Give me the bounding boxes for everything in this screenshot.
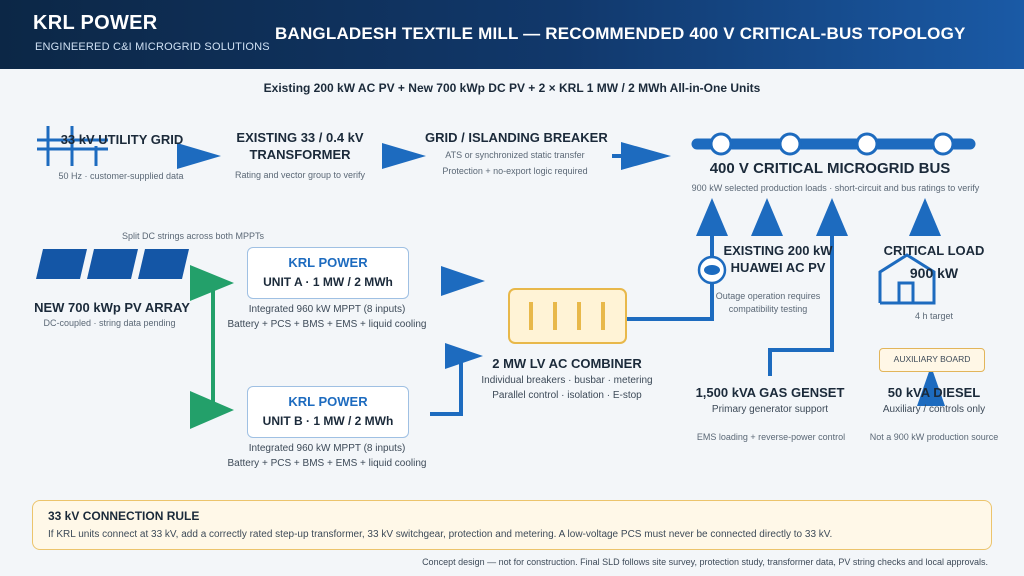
connector-breaker-to-bus <box>612 142 671 170</box>
brand-tagline: ENGINEERED C&I MICROGRID SOLUTIONS <box>35 41 270 53</box>
gas-genset-role: Primary generator support <box>711 404 829 415</box>
pv-array-title: NEW 700 kWp PV ARRAY <box>34 300 190 315</box>
ac-combiner <box>508 288 627 344</box>
factory-load-icon <box>878 253 936 305</box>
unit-b-brand: KRL POWER <box>288 394 368 409</box>
connection-rule-panel: 33 kV CONNECTION RULE If KRL units conne… <box>32 500 992 550</box>
feeder-bus-to-load <box>909 198 941 236</box>
bus-title: 400 V CRITICAL MICROGRID BUS <box>709 160 951 177</box>
breaker-title: GRID / ISLANDING BREAKER <box>425 130 608 145</box>
auxiliary-board: AUXILIARY BOARD <box>879 348 985 372</box>
breaker-note-line1: ATS or synchronized static transfer <box>445 150 585 160</box>
page-subtitle: Existing 200 kW AC PV + New 700 kWp DC P… <box>263 81 761 95</box>
gas-genset-note: EMS loading + reverse-power control <box>696 432 846 442</box>
connector-grid-to-transformer <box>177 143 221 169</box>
header-bar: KRL POWER ENGINEERED C&I MICROGRID SOLUT… <box>0 0 1024 69</box>
huawei-pv-note-line1: Outage operation requires <box>715 291 821 301</box>
unit-a-name: UNIT A · 1 MW / 2 MWh <box>263 275 393 289</box>
connector-transformer-to-breaker <box>382 143 426 169</box>
feeder-genset-to-bus <box>768 198 848 376</box>
combiner-title: 2 MW LV AC COMBINER <box>492 356 642 371</box>
unit-a-note-line2: Battery + PCS + BMS + EMS + liquid cooli… <box>227 319 427 330</box>
connection-rule-title: 33 kV CONNECTION RULE <box>48 509 200 523</box>
feeder-huawei-to-bus <box>751 198 783 236</box>
transformer-title-line1: EXISTING 33 / 0.4 kV <box>236 130 364 145</box>
unit-b-note-line1: Integrated 960 kW MPPT (8 inputs) <box>248 443 406 454</box>
unit-a-box: KRL POWER UNIT A · 1 MW / 2 MWh <box>247 247 409 299</box>
critical-load-note: 4 h target <box>914 311 954 321</box>
grid-tower-icon <box>37 126 108 166</box>
combiner-note-line1: Individual breakers · busbar · metering <box>481 375 653 386</box>
connector-unit-b-to-combiner <box>430 343 483 416</box>
transformer-note: Rating and vector group to verify <box>234 170 366 180</box>
diesel-note: Not a 900 kW production source <box>869 432 999 442</box>
critical-load-value: 900 kW <box>909 265 959 281</box>
unit-b-box: KRL POWER UNIT B · 1 MW / 2 MWh <box>247 386 409 438</box>
unit-b-note-line2: Battery + PCS + BMS + EMS + liquid cooli… <box>227 458 427 469</box>
unit-a-note-line1: Integrated 960 kW MPPT (8 inputs) <box>248 304 406 315</box>
unit-b-name: UNIT B · 1 MW / 2 MWh <box>262 414 394 428</box>
connection-rule-text: If KRL units connect at 33 kV, add a cor… <box>48 529 833 540</box>
combiner-note-line2: Parallel control · isolation · E-stop <box>492 390 642 401</box>
unit-a-brand: KRL POWER <box>288 255 368 270</box>
huawei-pv-title-line1: EXISTING 200 kW <box>723 243 833 258</box>
grid-note: 50 Hz · customer-supplied data <box>58 171 184 181</box>
gas-genset-title: 1,500 kVA GAS GENSET <box>695 385 845 400</box>
breaker-note-line2: Protection + no-export logic required <box>442 166 588 176</box>
huawei-pv-title-line2: HUAWEI AC PV <box>730 260 826 275</box>
pv-inverter-icon <box>697 255 727 285</box>
huawei-pv-note-line2: compatibility testing <box>728 304 808 314</box>
connector-unit-a-to-combiner <box>441 266 485 296</box>
footer-disclaimer: Concept design — not for construction. F… <box>422 557 988 567</box>
diesel-title: 50 kVA DIESEL <box>887 385 981 400</box>
grid-title: 33 kV UTILITY GRID <box>60 132 184 147</box>
page-title: BANGLADESH TEXTILE MILL — RECOMMENDED 40… <box>275 24 966 43</box>
bus-note: 900 kW selected production loads · short… <box>691 183 980 193</box>
diesel-aux-arrow <box>917 366 945 406</box>
solar-panel-icon <box>36 249 189 279</box>
critical-load-title: CRITICAL LOAD <box>883 243 985 258</box>
microgrid-bus <box>691 132 976 156</box>
dc-split-note: Split DC strings across both MPPTs <box>121 231 265 241</box>
transformer-title-line2: TRANSFORMER <box>249 147 351 162</box>
pv-array-note: DC-coupled · string data pending <box>43 318 176 328</box>
dc-split-connector <box>190 265 234 429</box>
diesel-role: Auxiliary / controls only <box>882 404 986 415</box>
brand-logo: KRL POWER <box>33 12 158 34</box>
